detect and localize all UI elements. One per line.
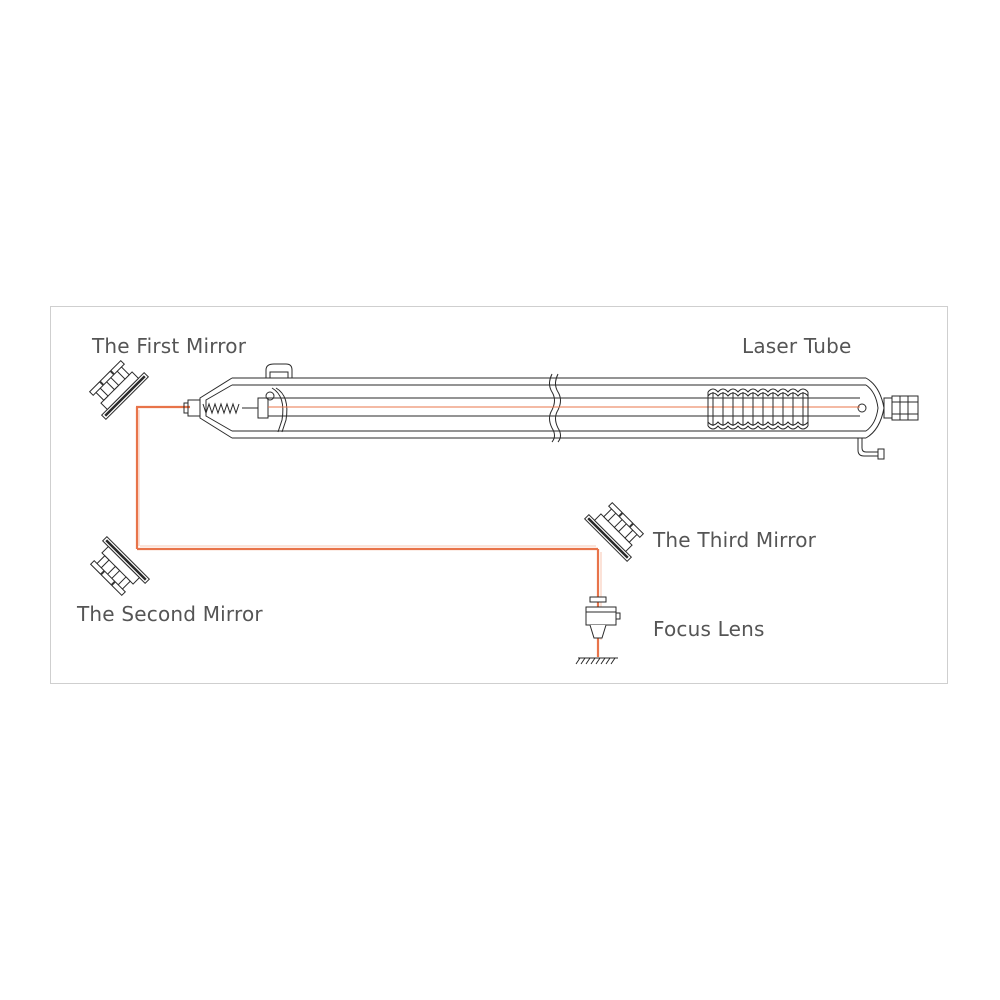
laser-beam [135,405,600,657]
second-mirror-icon [83,535,151,603]
first-mirror-icon [82,353,150,421]
first-mirror-label: The First Mirror [92,334,247,358]
second-mirror-label: The Second Mirror [77,602,263,626]
work-surface [575,657,618,665]
laser-tube [183,363,919,460]
focus-lens-label: Focus Lens [653,617,765,641]
laser-tube-label: Laser Tube [742,334,852,358]
diagram-frame [50,306,948,684]
third-mirror-label: The Third Mirror [653,528,817,552]
third-mirror-icon [583,495,651,563]
focus-lens-icon [585,596,621,639]
cooling-coil [707,388,809,430]
